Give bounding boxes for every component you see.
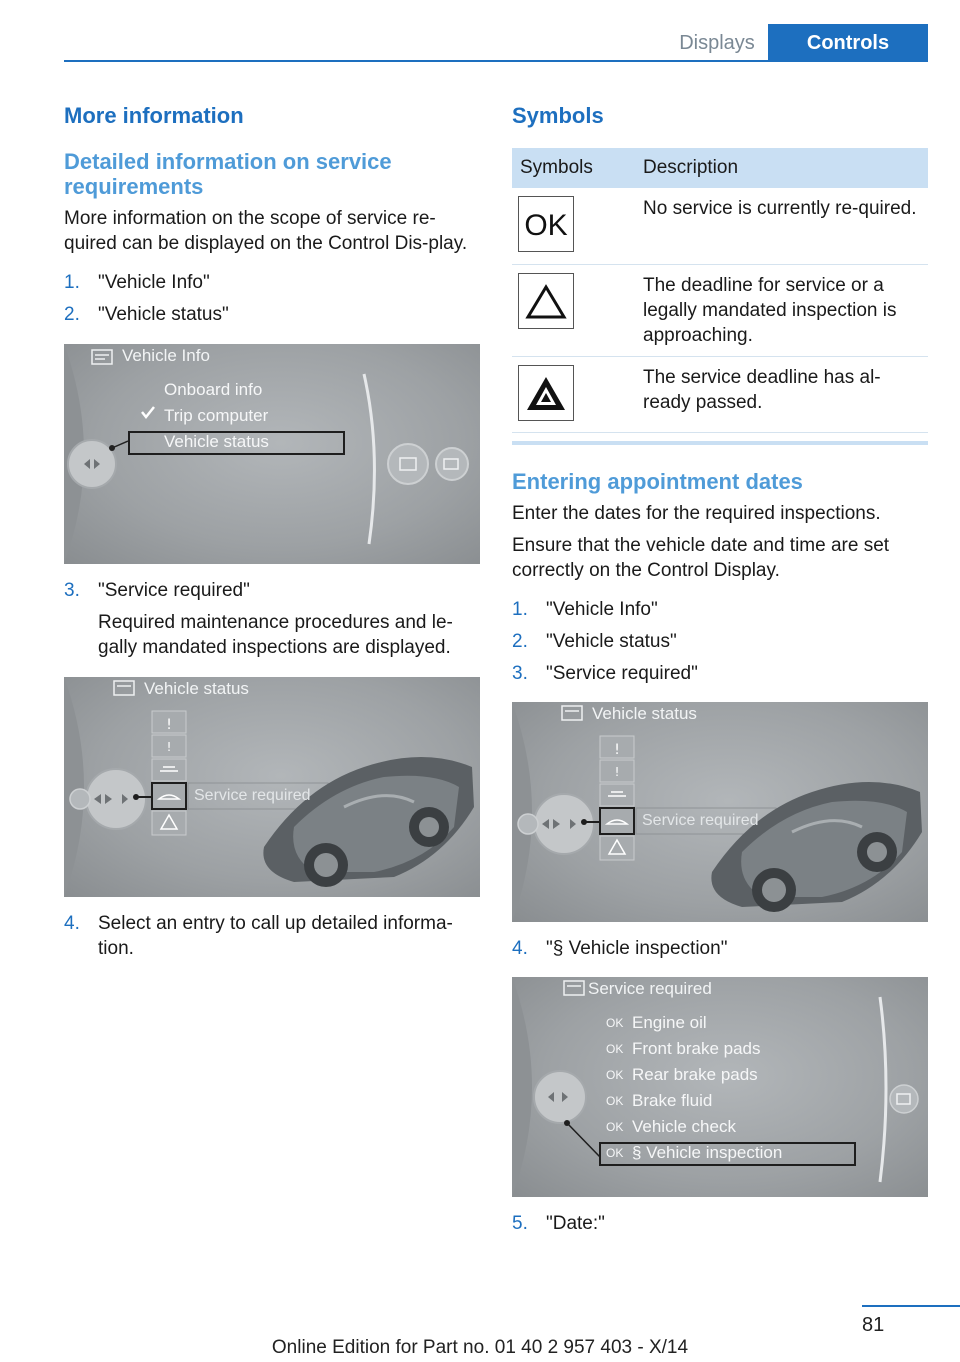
- list-item: 2. "Vehicle status": [512, 629, 928, 654]
- ok-tag: OK: [606, 1093, 624, 1108]
- step-number: 1.: [64, 272, 80, 293]
- warning-filled-icon: [518, 364, 574, 421]
- menu-item-onboard-info: Onboard info: [164, 380, 263, 399]
- step-list-b: 3. "Service required" Required maintenan…: [64, 578, 480, 660]
- service-required-label: Service required: [194, 787, 311, 804]
- ok-tag: OK: [606, 1015, 624, 1030]
- step-number: 4.: [512, 937, 528, 959]
- screen-title: Vehicle status: [144, 679, 249, 698]
- service-list-graphic: [512, 976, 919, 1197]
- step-text: Select an entry to call up detailed info…: [98, 913, 453, 959]
- screen-title: Vehicle status: [592, 703, 697, 723]
- warning-outline-icon: [518, 272, 574, 329]
- service-item-rear-brake-pads: Rear brake pads: [632, 1064, 758, 1084]
- column-header-symbols: Symbols: [512, 148, 635, 188]
- svg-text:!: !: [614, 742, 620, 758]
- section-heading-symbols: Symbols: [512, 103, 604, 128]
- intro-paragraph: More information on the scope of service…: [64, 208, 468, 254]
- right-column: Symbols Symbols Description OK No servic…: [512, 100, 928, 1236]
- footer-rule: [862, 1305, 960, 1307]
- table-bottom-rule: [512, 440, 928, 445]
- screen-title: Vehicle Info: [122, 346, 210, 365]
- step-list-e: 4. "§ Vehicle inspection": [512, 936, 928, 961]
- page-number: 81: [862, 1314, 885, 1336]
- section-heading-more-information: More information: [64, 103, 244, 128]
- header-rule: [64, 60, 928, 62]
- column-header-description: Description: [635, 148, 928, 188]
- screen-frame-graphic: [64, 344, 469, 564]
- tab-controls[interactable]: Controls: [768, 24, 928, 62]
- step-number: 2.: [512, 630, 528, 652]
- vehicle-status-graphic: ! !: [64, 677, 474, 897]
- ok-tag: OK: [606, 1041, 624, 1056]
- step-list-f: 5. "Date:": [512, 1211, 928, 1236]
- table-header-row: Symbols Description: [512, 148, 928, 188]
- subheading-service-requirements: Detailed information on service requirem…: [64, 149, 392, 199]
- list-item: 4. Select an entry to call up detailed i…: [64, 911, 480, 961]
- service-item-brake-fluid: Brake fluid: [632, 1090, 713, 1110]
- list-item: 1. "Vehicle Info": [64, 270, 480, 295]
- header-tabs: Displays Controls: [666, 24, 928, 62]
- step-number: 3.: [64, 580, 80, 601]
- screenshot-vehicle-status-2: ! ! Vehicle status Service required: [512, 701, 928, 922]
- ok-tag: OK: [606, 1145, 624, 1160]
- tab-displays[interactable]: Displays: [679, 31, 755, 54]
- menu-item-vehicle-status: Vehicle status: [164, 432, 269, 451]
- svg-text:!: !: [615, 765, 620, 779]
- menu-item-trip-computer: Trip computer: [164, 406, 269, 425]
- list-item: 3. "Service required": [512, 661, 928, 686]
- screen-title: Service required: [588, 978, 712, 998]
- table-cell-description: No service is currently re‐quired.: [635, 188, 928, 265]
- ok-icon: OK: [518, 196, 574, 252]
- screenshot-vehicle-info-menu: Vehicle Info Onboard info Trip computer …: [64, 344, 480, 564]
- left-column: More information Detailed information on…: [64, 100, 480, 961]
- ok-tag: OK: [606, 1067, 624, 1082]
- svg-text:!: !: [167, 740, 172, 754]
- subheading-appointment-dates: Entering appointment dates: [512, 468, 803, 494]
- service-item-vehicle-inspection: § Vehicle inspection: [632, 1142, 783, 1162]
- list-item: 5. "Date:": [512, 1211, 928, 1236]
- vehicle-status-graphic: ! !: [512, 701, 922, 922]
- service-item-vehicle-check: Vehicle check: [632, 1116, 736, 1136]
- step-number: 2.: [64, 304, 80, 325]
- table-row: The service deadline has al‐ready passed…: [512, 356, 928, 433]
- step-number: 3.: [512, 662, 528, 684]
- service-item-engine-oil: Engine oil: [632, 1012, 707, 1032]
- service-item-front-brake-pads: Front brake pads: [632, 1038, 761, 1058]
- ok-tag: OK: [606, 1119, 624, 1134]
- step-text: "Service required": [98, 580, 250, 601]
- step-number: 1.: [512, 598, 528, 620]
- paragraph-ensure-date: Ensure that the vehicle date and time ar…: [512, 534, 890, 581]
- service-required-label: Service required: [642, 811, 759, 829]
- step-list-c: 4. Select an entry to call up detailed i…: [64, 911, 480, 961]
- list-item: 2. "Vehicle status": [64, 302, 480, 327]
- step-text: "Date:": [546, 1212, 605, 1234]
- table-row: OK No service is currently re‐quired.: [512, 188, 928, 265]
- step-list-a: 1. "Vehicle Info" 2. "Vehicle status": [64, 270, 480, 327]
- step-text: "§ Vehicle inspection": [546, 937, 728, 959]
- step-text: "Vehicle status": [546, 630, 677, 652]
- screenshot-service-required-list: Service required OK Engine oil OK Front …: [512, 976, 928, 1197]
- table-row: The deadline for service or a legally ma…: [512, 264, 928, 357]
- step-text: "Vehicle status": [98, 304, 229, 325]
- list-item: 3. "Service required" Required maintenan…: [64, 578, 480, 660]
- step-number: 4.: [64, 913, 80, 934]
- list-item: 4. "§ Vehicle inspection": [512, 936, 928, 961]
- svg-text:OK: OK: [524, 209, 567, 239]
- screenshot-vehicle-status: ! ! Vehicle status Service required: [64, 677, 480, 897]
- paragraph-enter-dates: Enter the dates for the required inspect…: [512, 502, 881, 524]
- step-detail: Required maintenance procedures and le‐g…: [98, 612, 453, 658]
- step-text: "Vehicle Info": [546, 598, 658, 620]
- step-number: 5.: [512, 1212, 528, 1234]
- step-text: "Vehicle Info": [98, 272, 210, 293]
- step-list-d: 1. "Vehicle Info" 2. "Vehicle status" 3. "S…: [512, 597, 928, 686]
- table-cell-description: The service deadline has al‐ready passed…: [635, 356, 928, 433]
- symbols-table: Symbols Description OK No service is cur…: [512, 148, 928, 433]
- svg-text:!: !: [166, 717, 172, 733]
- footer-edition-text: Online Edition for Part no. 01 40 2 957 …: [271, 1337, 689, 1358]
- table-cell-description: The deadline for service or a legally ma…: [635, 264, 928, 357]
- step-text: "Service required": [546, 662, 698, 684]
- list-item: 1. "Vehicle Info": [512, 597, 928, 622]
